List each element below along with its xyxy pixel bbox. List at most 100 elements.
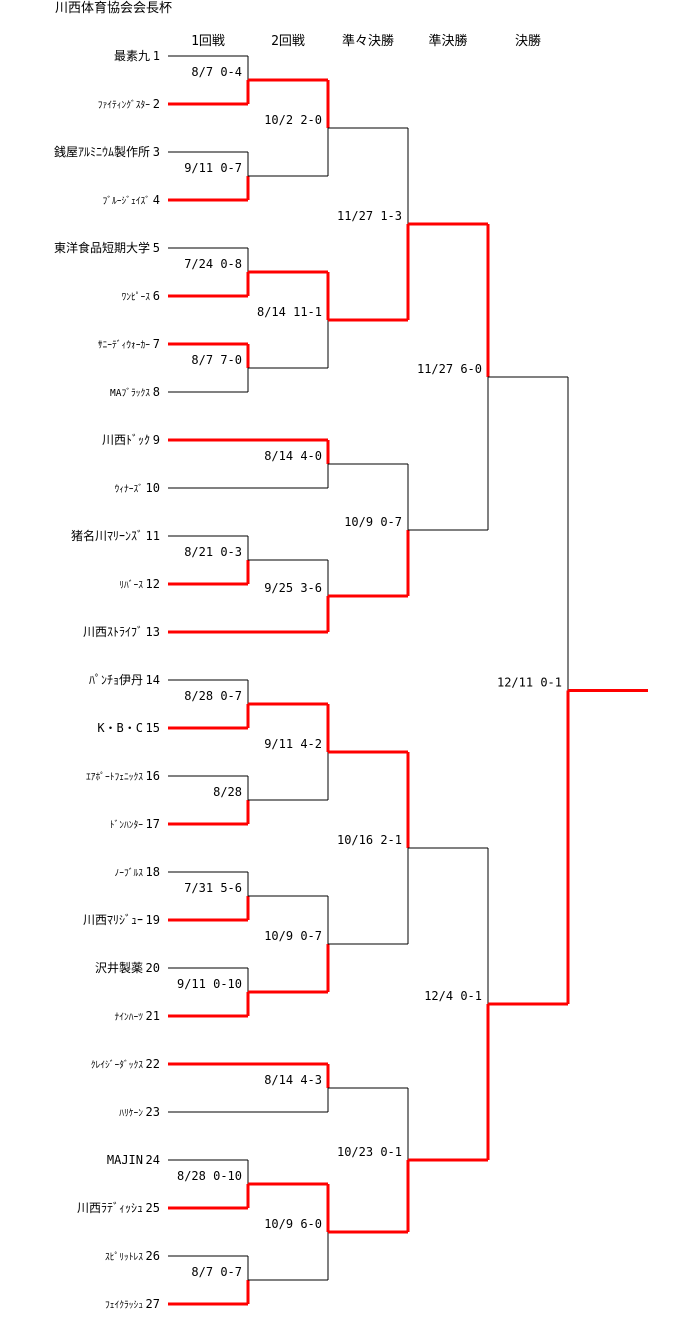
match-result-label: 12/11 0-1 bbox=[497, 676, 562, 690]
team-name: 銭屋ｱﾙﾐﾆｳﾑ製作所 bbox=[54, 144, 150, 159]
match-result-label: 10/9 6-0 bbox=[264, 1217, 322, 1231]
team-seed: 26 bbox=[146, 1249, 160, 1263]
team-name: ｴｱﾎﾟｰﾄﾌｪﾆｯｸｽ bbox=[86, 772, 143, 783]
team-name: 東洋食品短期大学 bbox=[54, 240, 150, 255]
team-name: ｽﾋﾟﾘｯﾄﾚｽ bbox=[105, 1252, 143, 1263]
team-seed: 10 bbox=[146, 481, 160, 495]
match-result-label: 8/14 4-3 bbox=[264, 1073, 322, 1087]
match-result-label: 11/27 6-0 bbox=[417, 362, 482, 376]
bracket-lines bbox=[168, 55, 648, 1306]
team-entry: 15K・B・C bbox=[97, 721, 160, 735]
match-result-label: 10/16 2-1 bbox=[337, 833, 402, 847]
team-seed: 13 bbox=[146, 625, 160, 639]
team-name: ﾉｰﾌﾞﾙｽ bbox=[114, 868, 143, 879]
team-name: ﾅｲﾝﾊｰﾂ bbox=[114, 1012, 143, 1023]
match-result-label: 9/11 0-10 bbox=[177, 977, 242, 991]
team-seed: 14 bbox=[146, 673, 160, 687]
round-header: 決勝 bbox=[515, 34, 541, 49]
team-seed: 21 bbox=[146, 1009, 160, 1023]
match-result-label: 8/14 11-1 bbox=[257, 305, 322, 319]
team-name: 川西ﾗﾃﾞｨｯｼｭ bbox=[77, 1201, 143, 1215]
team-name: ｻﾆｰﾃﾞｨｳｫｰｶｰ bbox=[98, 340, 151, 351]
match-result-label: 12/4 0-1 bbox=[424, 989, 482, 1003]
match-result-label: 11/27 1-3 bbox=[337, 209, 402, 223]
tournament-title: 川西体育協会会長杯 bbox=[55, 0, 172, 16]
match-result-label: 8/28 bbox=[213, 785, 242, 799]
round-header: 準決勝 bbox=[428, 33, 467, 49]
match-result-label: 10/23 0-1 bbox=[337, 1145, 402, 1159]
team-seed: 17 bbox=[146, 817, 160, 831]
match-result-label: 8/7 0-7 bbox=[191, 1265, 242, 1279]
match-result-label: 8/14 4-0 bbox=[264, 449, 322, 463]
team-seed: 22 bbox=[146, 1057, 160, 1071]
team-seed: 3 bbox=[153, 145, 160, 159]
team-seed: 2 bbox=[153, 97, 160, 111]
match-result-label: 10/9 0-7 bbox=[264, 929, 322, 943]
team-name: MAﾌﾞﾗｯｸｽ bbox=[110, 388, 150, 399]
team-seed: 25 bbox=[146, 1201, 160, 1215]
round-header: 1回戦 bbox=[191, 34, 225, 49]
team-seed: 8 bbox=[153, 385, 160, 399]
team-name: 川西ｽﾄﾗｲﾌﾞ bbox=[83, 625, 143, 639]
match-result-label: 9/25 3-6 bbox=[264, 581, 322, 595]
match-result-label: 8/21 0-3 bbox=[184, 545, 242, 559]
team-name: ﾄﾞﾝﾊﾝﾀｰ bbox=[110, 820, 144, 831]
team-seed: 1 bbox=[153, 49, 160, 63]
team-seed: 24 bbox=[146, 1153, 160, 1167]
team-name: ﾊﾘｹｰﾝ bbox=[119, 1108, 143, 1119]
round-header: 2回戦 bbox=[271, 34, 305, 49]
team-name: MAJIN bbox=[107, 1153, 143, 1167]
match-result-label: 9/11 0-7 bbox=[184, 161, 242, 175]
team-seed: 5 bbox=[153, 241, 160, 255]
team-name: 猪名川ﾏﾘｰﾝｽﾞ bbox=[71, 528, 143, 543]
team-name: K・B・C bbox=[97, 721, 143, 735]
match-result-label: 8/28 0-7 bbox=[184, 689, 242, 703]
match-result-label: 8/28 0-10 bbox=[177, 1169, 242, 1183]
team-name: ﾘﾊﾞｰｽ bbox=[119, 580, 143, 591]
match-result-label: 10/9 0-7 bbox=[344, 515, 402, 529]
team-seed: 16 bbox=[146, 769, 160, 783]
team-name: ｳｨﾅｰｽﾞ bbox=[114, 484, 143, 495]
team-seed: 19 bbox=[146, 913, 160, 927]
round-header: 準々決勝 bbox=[342, 33, 394, 49]
round-headers: 1回戦 2回戦 準々決勝 準決勝 決勝 bbox=[191, 33, 541, 49]
team-seed: 15 bbox=[146, 721, 160, 735]
team-name: 沢井製薬 bbox=[95, 961, 143, 975]
team-name: 川西ﾄﾞｯｸ bbox=[102, 433, 150, 447]
match-result-label: 8/7 7-0 bbox=[191, 353, 242, 367]
team-seed: 9 bbox=[153, 433, 160, 447]
team-name: ﾌｧｲﾃｨﾝｸﾞｽﾀｰ bbox=[98, 100, 151, 111]
team-name: 川西ﾏﾘｼﾞｭｰ bbox=[83, 913, 143, 927]
match-result-label: 8/7 0-4 bbox=[191, 65, 242, 79]
team-name: ｸﾚｲｼﾞｰﾀﾞｯｸｽ bbox=[91, 1060, 144, 1071]
team-name: ﾜﾝﾋﾟｰｽ bbox=[121, 292, 150, 303]
team-seed: 11 bbox=[146, 529, 160, 543]
team-name: ﾊﾟﾝﾁｮ伊丹 bbox=[89, 673, 143, 687]
match-result-label: 9/11 4-2 bbox=[264, 737, 322, 751]
